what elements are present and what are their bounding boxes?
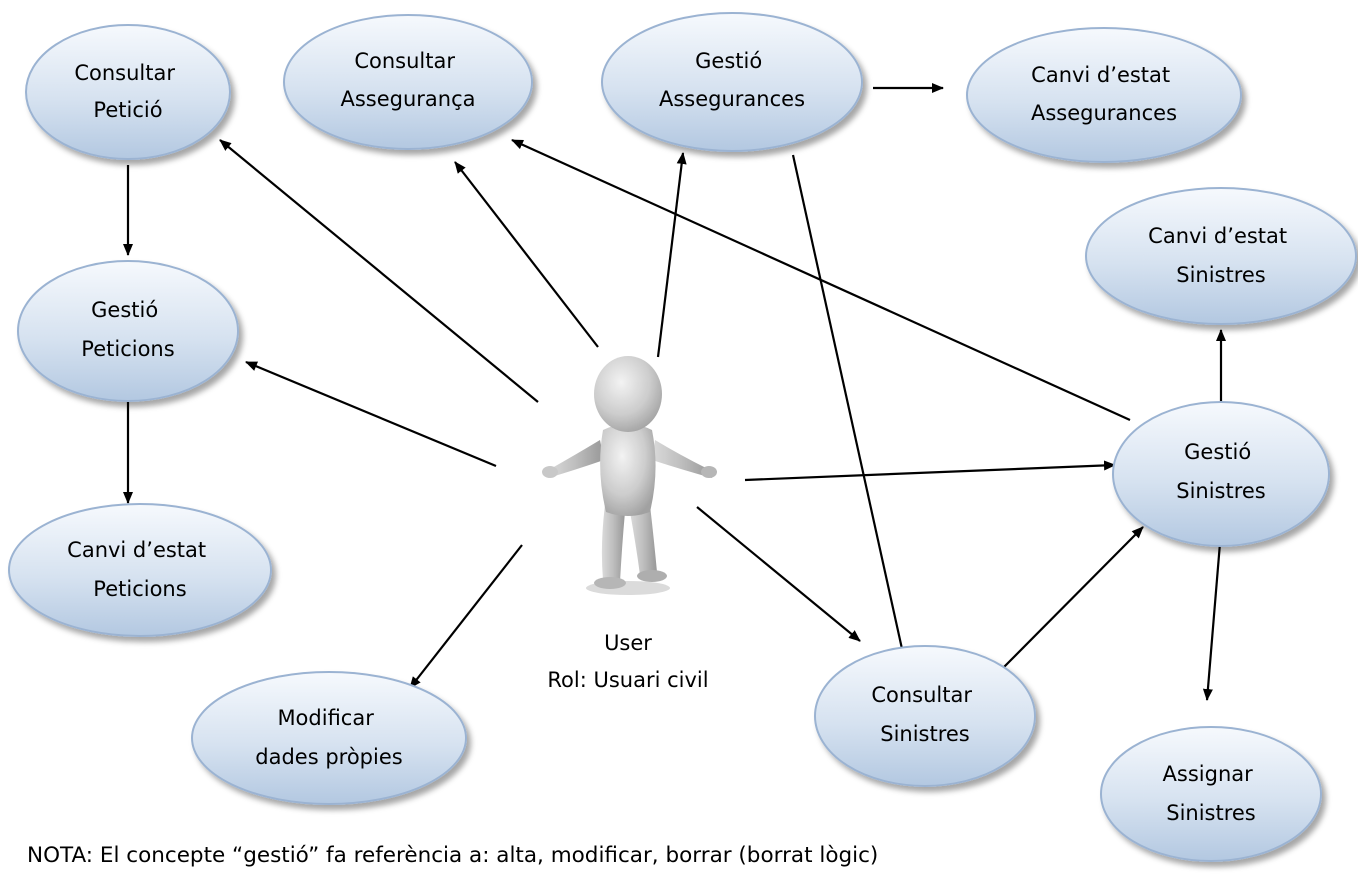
usecase-label-line2: Assegurances: [659, 87, 805, 111]
usecase-label-line1: Consultar: [354, 49, 455, 73]
diagram-note: NOTA: El concepte “gestió” fa referència…: [27, 843, 879, 868]
usecase-label-line2: Peticions: [81, 337, 174, 361]
usecase-label-line2: Assegurança: [340, 87, 475, 111]
actor-role: Rol: Usuari civil: [547, 668, 708, 692]
usecase-consultar-asseguranca[interactable]: Consultar Assegurança: [283, 14, 533, 150]
usecase-ellipse: [814, 645, 1036, 787]
use-cases: Consultar Petició Consultar Assegurança …: [8, 12, 1357, 862]
usecase-gestio-peticions[interactable]: Gestió Peticions: [17, 260, 239, 402]
svg-text:Gestió Peticions: Gestió Peticions: [81, 298, 174, 361]
usecase-ellipse: [1085, 187, 1357, 325]
usecase-label-line2: dades pròpies: [255, 745, 402, 769]
usecase-label-line2: Sinistres: [1166, 801, 1256, 825]
usecase-ellipse: [283, 14, 533, 150]
arrow-gestio-sinistres-to-assignar-sinistres: [1202, 542, 1222, 701]
actor-name: User: [604, 631, 652, 655]
usecase-label-line2: Assegurances: [1031, 101, 1177, 125]
usecase-label-line2: Peticions: [93, 577, 186, 601]
svg-text:Gestió Sinistres: Gestió Sinistres: [1176, 440, 1266, 503]
usecase-canvi-estat-peticions[interactable]: Canvi d’estat Peticions: [8, 503, 272, 637]
svg-text:Canvi d’estat Assegura: Canvi d’estat Assegurances: [1031, 63, 1177, 125]
usecase-gestio-sinistres[interactable]: Gestió Sinistres: [1112, 401, 1330, 547]
usecase-ellipse: [966, 27, 1242, 163]
arrow-user-to-gestio-peticions: [245, 360, 497, 468]
usecase-label-line2: Sinistres: [1176, 479, 1266, 503]
user-actor-icon: [542, 356, 717, 595]
usecase-ellipse: [1112, 401, 1330, 547]
svg-text:Gestió Assegurances: Gestió Assegurances: [659, 49, 805, 111]
usecase-canvi-estat-assegurances[interactable]: Canvi d’estat Assegurances: [966, 27, 1242, 163]
usecase-ellipse: [191, 671, 467, 805]
usecase-label-line1: Gestió: [1184, 440, 1251, 464]
usecase-label-line2: Sinistres: [880, 722, 970, 746]
usecase-ellipse: [25, 24, 231, 160]
svg-text:Modificar dades pròpie: Modificar dades pròpies: [255, 706, 402, 769]
svg-text:Canvi d’estat Sinistre: Canvi d’estat Sinistres: [1148, 224, 1294, 287]
arrow-user-to-consultar-sinistres: [696, 506, 861, 642]
usecase-label-line1: Modificar: [277, 706, 374, 730]
arrow-gestio-assegurances-to-consultar-sinistres: [791, 154, 909, 668]
usecase-modificar-dades-propies[interactable]: Modificar dades pròpies: [191, 671, 467, 805]
usecase-label-line1: Gestió: [91, 298, 158, 322]
usecase-canvi-estat-sinistres[interactable]: Canvi d’estat Sinistres: [1085, 187, 1357, 325]
usecase-label-line2: Petició: [93, 98, 162, 122]
usecase-gestio-assegurances[interactable]: Gestió Assegurances: [601, 12, 863, 152]
arrow-user-to-consultar-peticio: [219, 139, 539, 403]
usecase-ellipse: [1100, 726, 1322, 862]
arrow-consultar-sinistres-to-gestio-sinistres: [1002, 526, 1144, 669]
usecase-label-line1: Assignar: [1163, 762, 1254, 786]
usecase-ellipse: [8, 503, 272, 637]
svg-text:Canvi d’estat Peticion: Canvi d’estat Peticions: [67, 538, 213, 601]
svg-text:Consultar Sinistres: Consultar Sinistres: [871, 683, 978, 746]
usecase-consultar-peticio[interactable]: Consultar Petició: [25, 24, 231, 160]
usecase-label-line1: Consultar: [74, 61, 175, 85]
connectors: [123, 83, 1226, 701]
arrow-user-to-modificar-dades: [409, 544, 523, 689]
usecase-ellipse: [17, 260, 239, 402]
usecase-label-line1: Canvi d’estat: [67, 538, 206, 562]
usecase-consultar-sinistres[interactable]: Consultar Sinistres: [814, 645, 1036, 787]
usecase-label-line1: Canvi d’estat: [1148, 224, 1287, 248]
usecase-ellipse: [601, 12, 863, 152]
usecase-label-line1: Gestió: [695, 49, 762, 73]
usecase-label-line1: Consultar: [871, 683, 972, 707]
arrow-user-to-gestio-assegurances: [656, 152, 687, 358]
arrow-user-to-consultar-asseguranca: [454, 161, 599, 348]
usecase-assignar-sinistres[interactable]: Assignar Sinistres: [1100, 726, 1322, 862]
usecase-label-line1: Canvi d’estat: [1031, 63, 1170, 87]
svg-text:Consultar Petició: Consultar Petició: [74, 61, 181, 122]
svg-text:Consultar Assegurança: Consultar Assegurança: [340, 49, 475, 111]
svg-text:Assignar Sinistres: Assignar Sinistres: [1163, 762, 1260, 825]
usecase-label-line2: Sinistres: [1176, 263, 1266, 287]
arrow-user-to-gestio-sinistres: [744, 460, 1116, 482]
